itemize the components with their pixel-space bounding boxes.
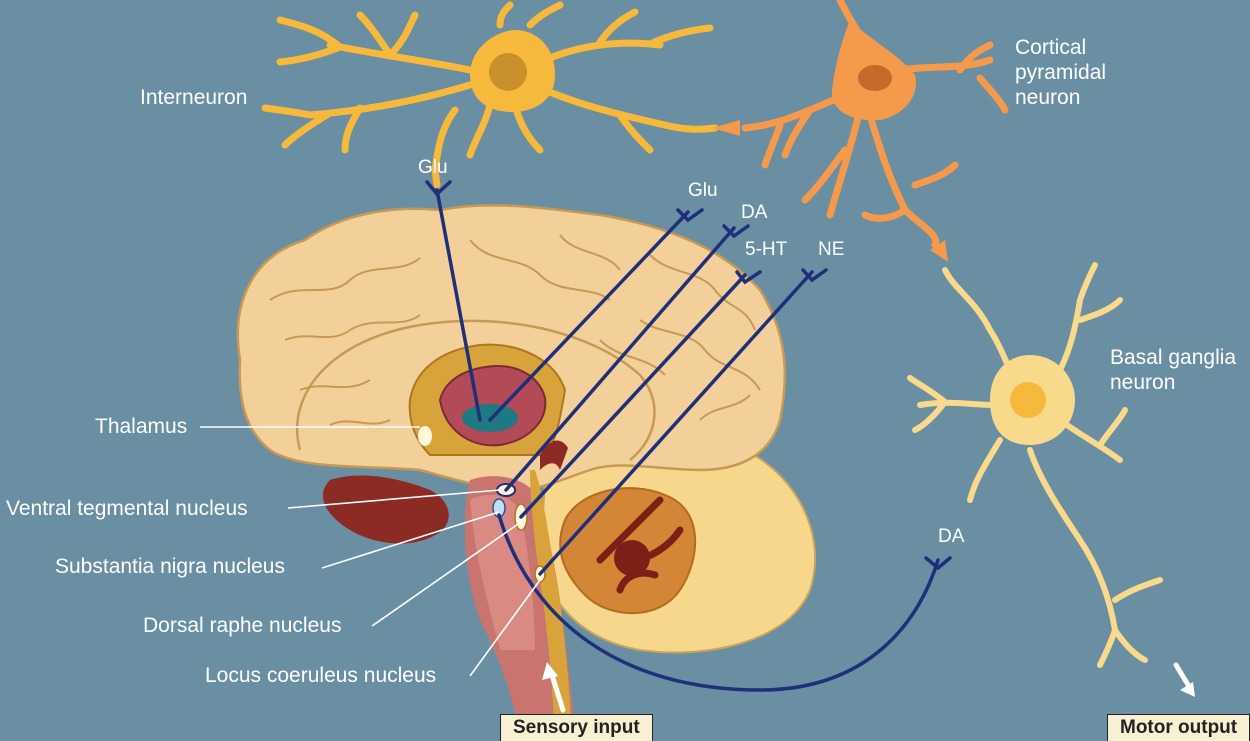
interneuron-synapse	[712, 120, 740, 136]
pyramidal-nucleus	[858, 65, 892, 91]
basal-label-line1: Basal ganglia	[1110, 346, 1236, 370]
sensory-input-box: Sensory input	[500, 714, 653, 741]
motor-output-box: Motor output	[1107, 714, 1250, 741]
da-basal-label: DA	[938, 526, 964, 548]
pyramidal-label-line3: neuron	[1015, 86, 1080, 110]
interneuron-label: Interneuron	[140, 86, 247, 110]
da-cortical-label: DA	[741, 202, 767, 224]
basal-ganglia-cell	[910, 265, 1160, 665]
ne-label: NE	[818, 239, 844, 261]
pyramidal-label-line1: Cortical	[1015, 36, 1086, 60]
substantia-nigra-label: Substantia nigra nucleus	[55, 555, 285, 579]
motor-arrow	[1176, 665, 1190, 688]
basal-nucleus	[1010, 382, 1046, 418]
pyramidal-neuron-cell	[745, 0, 1005, 245]
dorsal-raphe-label: Dorsal raphe nucleus	[143, 614, 341, 638]
locus-coeruleus-label: Locus coeruleus nucleus	[205, 664, 436, 688]
glu-thalamic-label: Glu	[688, 180, 718, 202]
pyramidal-label-line2: pyramidal	[1015, 61, 1106, 85]
ventral-tegmental-label: Ventral tegmental nucleus	[6, 497, 248, 521]
serotonin-label: 5-HT	[745, 239, 787, 261]
basal-label-line2: neuron	[1110, 371, 1175, 395]
glu-interneuron-label: Glu	[418, 157, 448, 179]
thalamus-label: Thalamus	[95, 415, 187, 439]
interneuron-nucleus	[489, 53, 527, 91]
thalamus-region	[410, 345, 565, 455]
